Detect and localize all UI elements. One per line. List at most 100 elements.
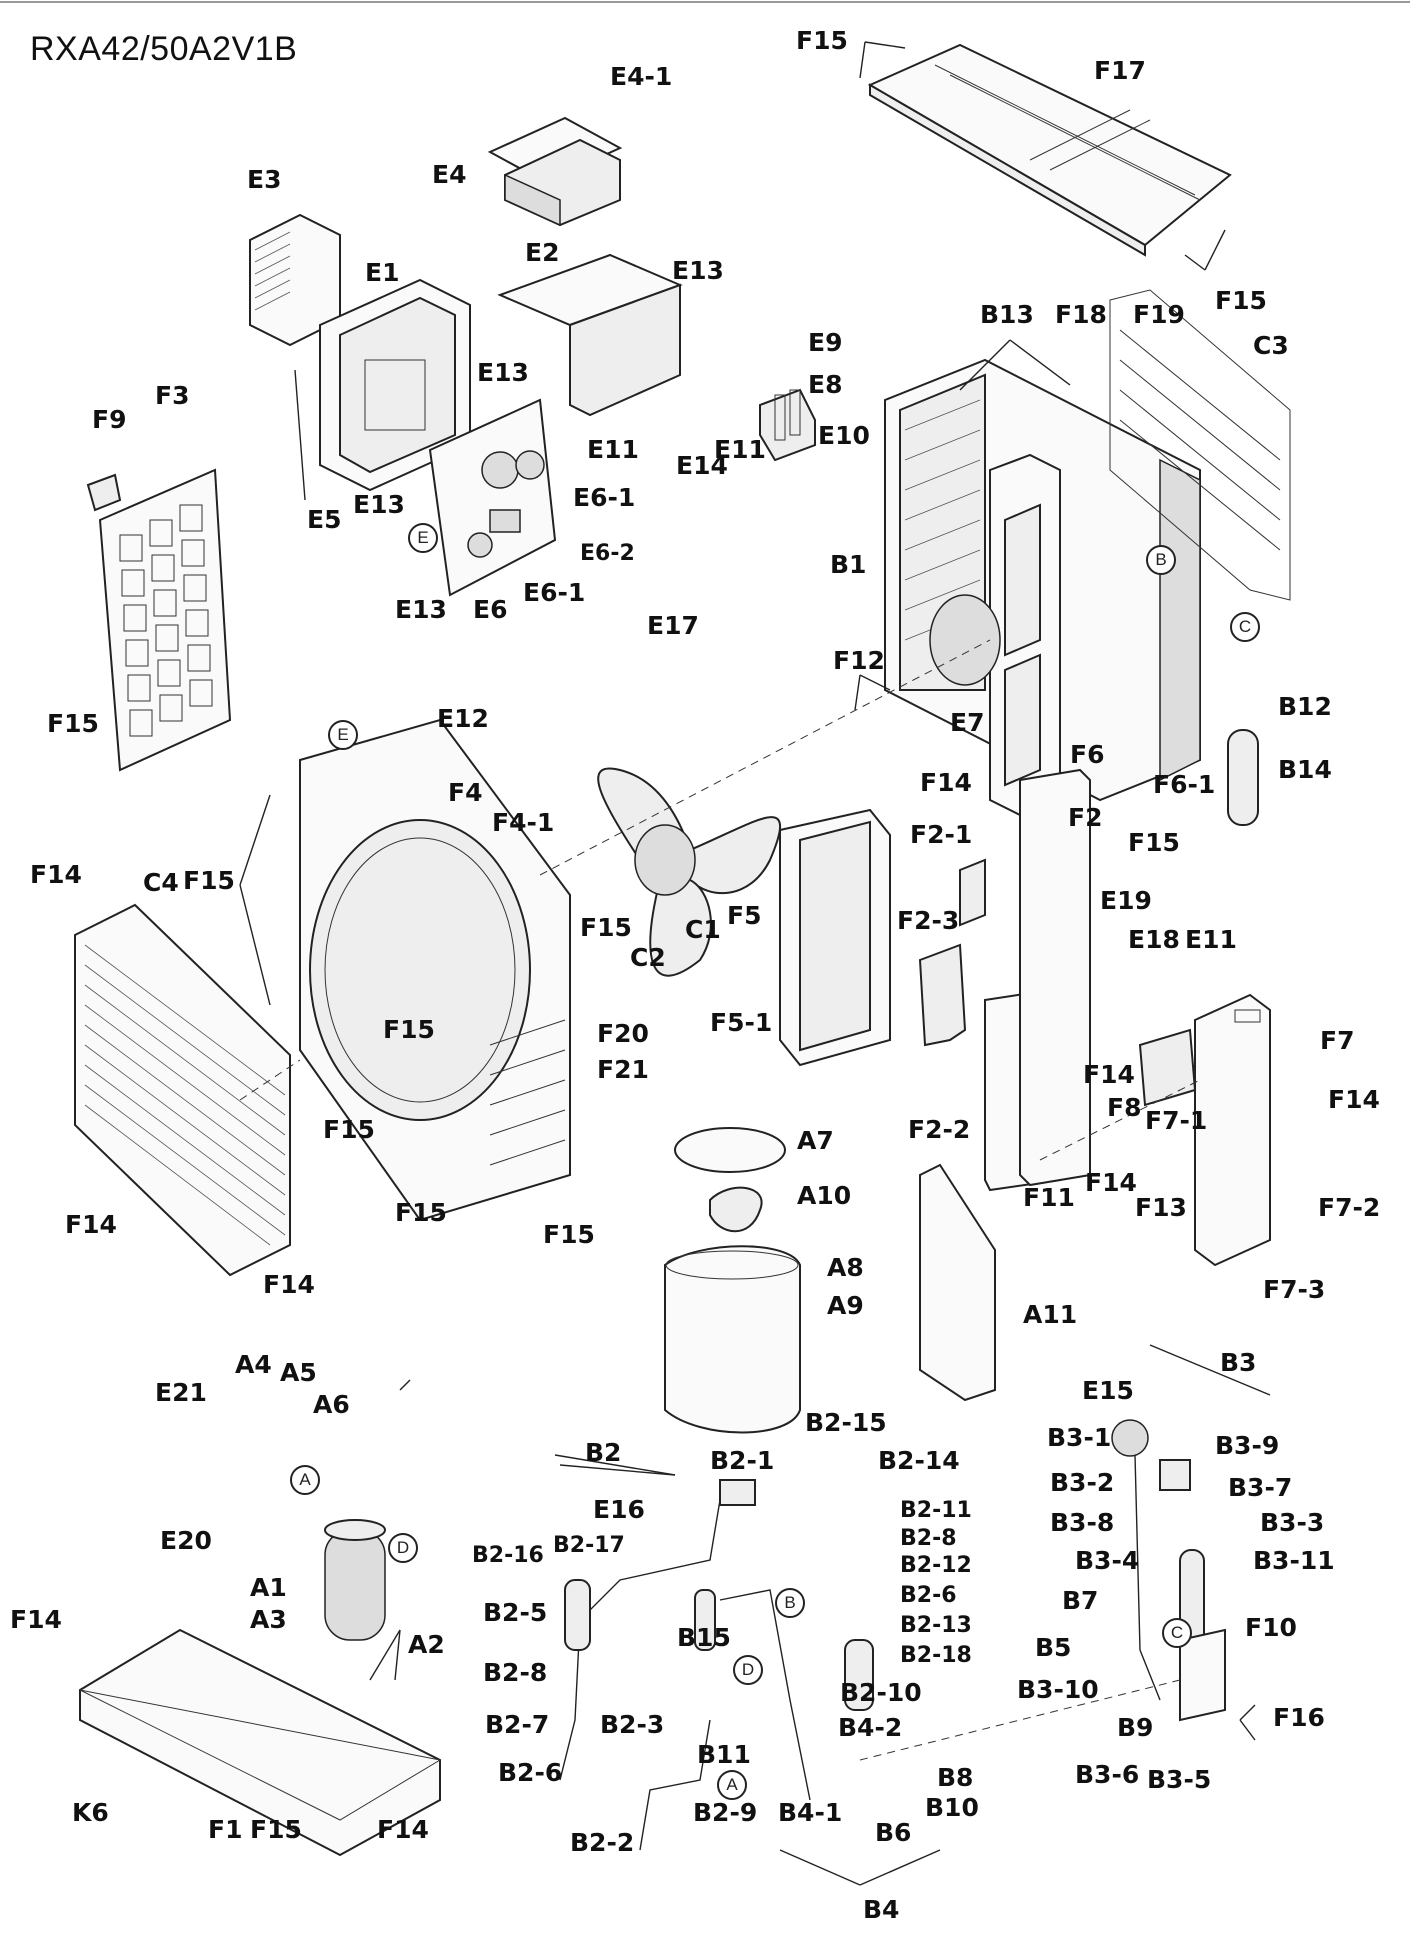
label-b2-12: B2-12 [900, 1553, 972, 1578]
label-b3-8: B3-8 [1050, 1508, 1115, 1537]
label-b11: B11 [697, 1740, 751, 1769]
label-f19: F19 [1133, 300, 1185, 329]
base-plate-part [79, 1628, 442, 1857]
marker-b-1: B [1146, 545, 1176, 575]
insulation-part [918, 943, 967, 1047]
handle-part [86, 473, 122, 512]
label-f14-e: F14 [1085, 1168, 1137, 1197]
label-a10: A10 [797, 1181, 852, 1210]
label-b3-6: B3-6 [1075, 1760, 1140, 1789]
label-f14-h: F14 [10, 1605, 62, 1634]
label-b3-11: B3-11 [1253, 1546, 1335, 1575]
label-e19: E19 [1100, 886, 1152, 915]
label-f2-1: F2-1 [910, 820, 973, 849]
label-a9: A9 [827, 1291, 864, 1320]
label-b2-6-a: B2-6 [900, 1583, 957, 1608]
label-b2: B2 [585, 1438, 622, 1467]
label-b2-9: B2-9 [693, 1798, 758, 1827]
label-f15-d: F15 [183, 866, 235, 895]
label-f17: F17 [1094, 56, 1146, 85]
label-b2-14: B2-14 [878, 1446, 960, 1475]
label-e11-c: E11 [1185, 925, 1237, 954]
label-f16: F16 [1273, 1703, 1325, 1732]
label-b6: B6 [875, 1818, 912, 1847]
fan-motor-part [929, 594, 1001, 686]
label-b15: B15 [677, 1623, 731, 1652]
label-e18: E18 [1128, 925, 1180, 954]
label-b4-1: B4-1 [778, 1798, 843, 1827]
label-f15-top: F15 [796, 26, 848, 55]
side-plate-part [984, 768, 1091, 1192]
label-b2-1: B2-1 [710, 1446, 775, 1475]
label-f6: F6 [1070, 740, 1105, 769]
label-b3-3: B3-3 [1260, 1508, 1325, 1537]
marker-e-1: E [408, 523, 438, 553]
terminal-block-part [759, 388, 816, 462]
marker-c-1: C [1230, 612, 1260, 642]
electrical-box-lid-part [487, 116, 623, 227]
pcb-part [428, 398, 557, 597]
label-b3-1: B3-1 [1047, 1423, 1112, 1452]
label-a4: A4 [235, 1350, 272, 1379]
label-e21: E21 [155, 1378, 207, 1407]
label-f1: F1 [208, 1815, 243, 1844]
label-f11: F11 [1023, 1183, 1075, 1212]
label-e5: E5 [307, 505, 342, 534]
label-b4: B4 [863, 1895, 900, 1924]
label-b4-2: B4-2 [838, 1713, 903, 1742]
label-f20: F20 [597, 1019, 649, 1048]
top-cover-part [867, 43, 1232, 257]
label-f10: F10 [1245, 1613, 1297, 1642]
label-e3: E3 [247, 165, 282, 194]
label-a2: A2 [408, 1630, 445, 1659]
label-b2-3: B2-3 [600, 1710, 665, 1739]
label-f15-i: F15 [395, 1198, 447, 1227]
label-e6-1-a: E6-1 [573, 483, 636, 512]
label-e9: E9 [808, 328, 843, 357]
label-b1: B1 [830, 550, 867, 579]
label-f5-1: F5-1 [710, 1008, 773, 1037]
side-panel-part [98, 468, 232, 772]
label-e11-b: E11 [714, 435, 766, 464]
label-f18: F18 [1055, 300, 1107, 329]
label-f7-1: F7-1 [1145, 1106, 1208, 1135]
marker-c-2: C [1162, 1618, 1192, 1648]
service-panel-part [1194, 993, 1271, 1267]
leader-lines [239, 41, 1271, 1886]
label-e16: E16 [593, 1495, 645, 1524]
label-e8: E8 [808, 370, 843, 399]
label-c1: C1 [685, 915, 721, 944]
label-b2-15: B2-15 [805, 1408, 887, 1437]
label-c4: C4 [143, 868, 179, 897]
label-e17: E17 [647, 611, 699, 640]
label-a6: A6 [313, 1390, 350, 1419]
sub-board-part [1138, 1028, 1197, 1107]
label-e14: E14 [676, 451, 728, 480]
label-b3-5: B3-5 [1147, 1765, 1212, 1794]
label-e20: E20 [160, 1526, 212, 1555]
label-b2-5: B2-5 [483, 1598, 548, 1627]
label-f15-b: F15 [1215, 286, 1267, 315]
label-b3-9: B3-9 [1215, 1431, 1280, 1460]
label-f6-1: F6-1 [1153, 770, 1216, 799]
label-a5: A5 [280, 1358, 317, 1387]
label-b14: B14 [1278, 755, 1332, 784]
label-b2-2: B2-2 [570, 1828, 635, 1857]
label-b3-4: B3-4 [1075, 1546, 1140, 1575]
label-f9: F9 [92, 405, 127, 434]
label-b3-10: B3-10 [1017, 1675, 1099, 1704]
label-e12: E12 [437, 704, 489, 733]
label-b2-7: B2-7 [485, 1710, 550, 1739]
insulation-sheet-part [919, 1163, 996, 1402]
piping-assembly [559, 1479, 874, 1851]
marker-b-2: B [775, 1588, 805, 1618]
front-panel-part [299, 718, 571, 1222]
label-e4-1: E4-1 [610, 62, 673, 91]
label-b13: B13 [980, 300, 1034, 329]
label-f8: F8 [1107, 1093, 1142, 1122]
motor-bracket-part [989, 453, 1061, 817]
label-f4: F4 [448, 778, 483, 807]
label-b2-10: B2-10 [840, 1678, 922, 1707]
label-b2-6-b: B2-6 [498, 1758, 563, 1787]
